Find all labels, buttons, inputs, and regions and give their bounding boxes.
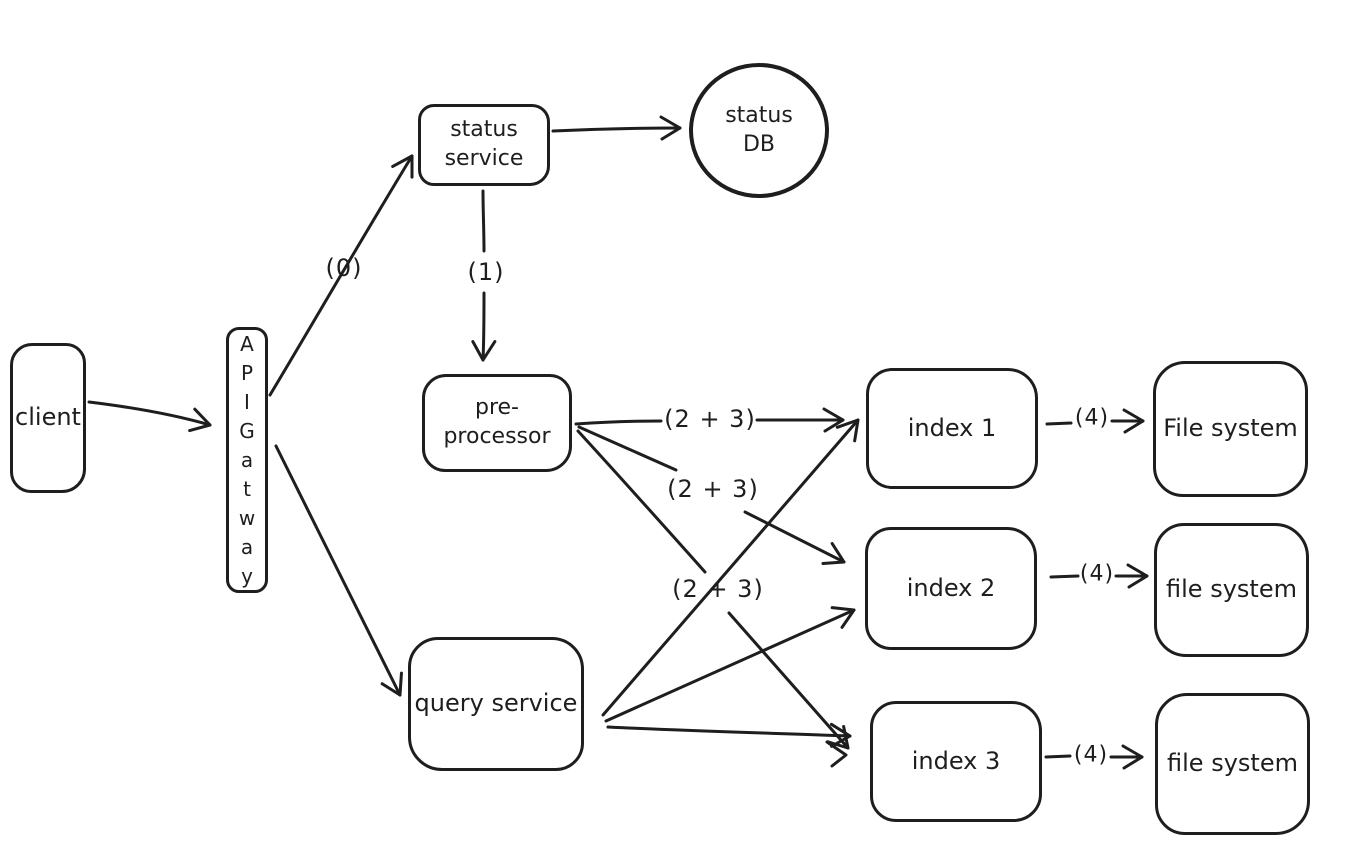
edge-index-3-to-file-system-dash bbox=[1044, 754, 1072, 759]
node-index-2: index 2 bbox=[865, 527, 1037, 650]
edge-pre-processor-to-index-3-upper bbox=[576, 429, 707, 574]
node-file-system-1: File system bbox=[1153, 361, 1308, 497]
edge-label-0: (0) bbox=[325, 254, 363, 282]
node-index-1: index 1 bbox=[866, 368, 1038, 489]
node-status-db-label: status DB bbox=[725, 102, 793, 157]
edge-query-service-to-index-2 bbox=[604, 606, 856, 723]
node-client-label: client bbox=[15, 403, 81, 432]
edge-status-service-to-pre-processor-upper bbox=[481, 189, 486, 253]
node-file-system-2-label: file system bbox=[1166, 575, 1297, 604]
edge-pre-processor-to-index-3-second-arrowhead bbox=[825, 740, 848, 768]
edge-status-service-to-status-db bbox=[551, 115, 682, 141]
node-index-3: index 3 bbox=[870, 701, 1042, 822]
edge-pre-processor-to-index-3-lower bbox=[727, 611, 850, 750]
edge-label-4-bottom: (4) bbox=[1073, 742, 1109, 768]
edge-pre-processor-to-index-1-left bbox=[574, 419, 663, 426]
node-pre-processor: pre- processor bbox=[422, 374, 572, 472]
edge-label-4-top: (4) bbox=[1074, 405, 1110, 431]
node-file-system-2: file system bbox=[1154, 523, 1309, 657]
edge-label-2-3-middle: (2 + 3) bbox=[667, 475, 759, 503]
edge-client-to-gateway bbox=[87, 400, 212, 433]
edge-gateway-to-query-service bbox=[274, 444, 403, 697]
edge-index-2-to-file-system-dash bbox=[1049, 574, 1080, 579]
node-index-1-label: index 1 bbox=[907, 413, 997, 442]
node-api-gateway-label: A P I G a t w a y bbox=[238, 331, 256, 588]
node-index-2-label: index 2 bbox=[906, 573, 996, 602]
node-pre-processor-label: pre- processor bbox=[443, 395, 551, 449]
edge-pre-processor-to-index-2-lower bbox=[743, 510, 846, 566]
edge-status-service-to-pre-processor-lower bbox=[471, 291, 497, 362]
edge-pre-processor-to-index-2-upper bbox=[577, 425, 678, 472]
node-status-service-label: status service bbox=[444, 117, 524, 171]
edge-query-service-to-index-3 bbox=[606, 722, 852, 748]
node-index-3-label: index 3 bbox=[911, 746, 1001, 775]
edge-label-4-middle: (4) bbox=[1079, 561, 1115, 587]
edge-index-1-to-file-system-dash bbox=[1045, 421, 1073, 426]
edge-gateway-to-status-service bbox=[268, 154, 414, 397]
node-status-service: status service bbox=[418, 104, 550, 186]
node-api-gateway: A P I G a t w a y bbox=[226, 327, 268, 593]
edge-label-2-3-bottom: (2 + 3) bbox=[672, 575, 764, 603]
edge-label-1: (1) bbox=[467, 258, 505, 286]
edge-query-service-to-index-1 bbox=[601, 418, 860, 717]
node-file-system-3-label: file system bbox=[1167, 749, 1298, 778]
node-status-db: status DB bbox=[689, 63, 829, 198]
node-query-service: query service bbox=[408, 637, 584, 771]
node-file-system-3: file system bbox=[1155, 693, 1310, 835]
node-file-system-1-label: File system bbox=[1163, 414, 1298, 443]
node-query-service-label: query service bbox=[414, 689, 578, 718]
edge-label-2-3-top: (2 + 3) bbox=[664, 405, 756, 433]
node-client: client bbox=[10, 343, 86, 493]
